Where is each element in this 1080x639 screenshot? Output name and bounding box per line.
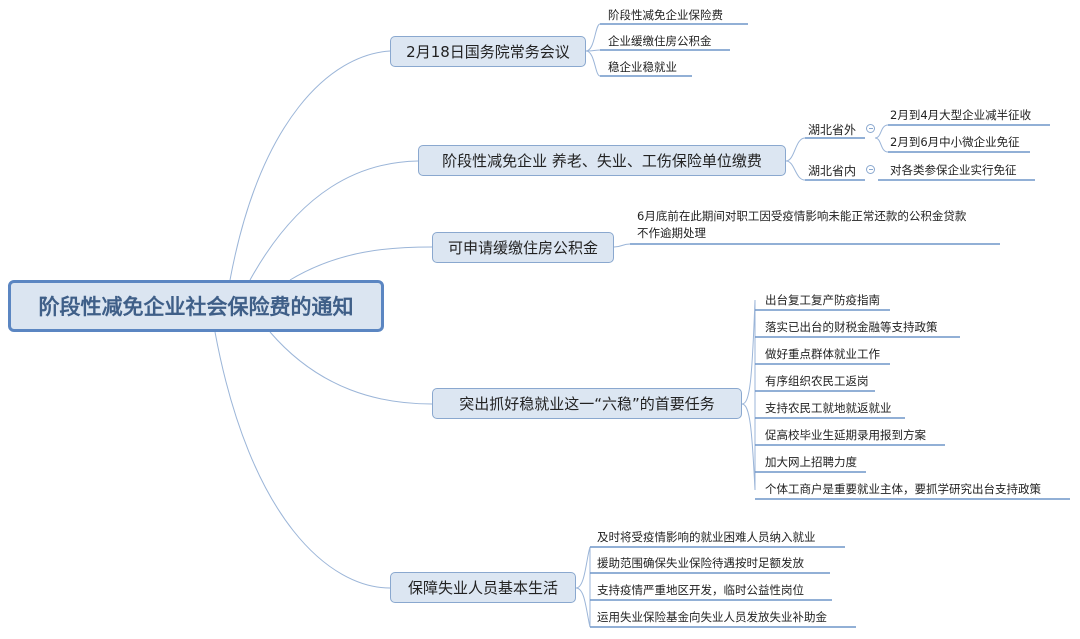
leaf[interactable]: 落实已出台的财税金融等支持政策 bbox=[765, 320, 938, 334]
collapse-toggle-icon[interactable] bbox=[866, 124, 875, 133]
branch-insurance-reduction[interactable]: 阶段性减免企业 养老、失业、工伤保险单位缴费 bbox=[418, 145, 786, 176]
leaf[interactable]: 有序组织农民工返岗 bbox=[765, 374, 869, 388]
leaf[interactable]: 不作逾期处理 bbox=[637, 226, 706, 240]
leaf[interactable]: 及时将受疫情影响的就业困难人员纳入就业 bbox=[597, 530, 816, 544]
leaf[interactable]: 2月到6月中小微企业免征 bbox=[890, 135, 1020, 149]
leaf[interactable]: 做好重点群体就业工作 bbox=[765, 347, 880, 361]
root-topic[interactable]: 阶段性减免企业社会保险费的通知 bbox=[8, 280, 384, 332]
leaf[interactable]: 运用失业保险基金向失业人员发放失业补助金 bbox=[597, 610, 827, 624]
collapse-toggle-icon[interactable] bbox=[866, 165, 875, 174]
leaf[interactable]: 阶段性减免企业保险费 bbox=[608, 8, 723, 22]
leaf[interactable]: 支持农民工就地就返就业 bbox=[765, 401, 892, 415]
branch-housing-fund[interactable]: 可申请缓缴住房公积金 bbox=[432, 232, 614, 263]
branch-state-council-meeting[interactable]: 2月18日国务院常务会议 bbox=[390, 36, 586, 67]
group-inside-hubei[interactable]: 湖北省内 bbox=[808, 164, 857, 178]
leaf[interactable]: 2月到4月大型企业减半征收 bbox=[890, 108, 1032, 122]
leaf[interactable]: 稳企业稳就业 bbox=[608, 60, 677, 74]
leaf[interactable]: 企业缓缴住房公积金 bbox=[608, 34, 712, 48]
leaf[interactable]: 援助范围确保失业保险待遇按时足额发放 bbox=[597, 556, 804, 570]
leaf[interactable]: 出台复工复产防疫指南 bbox=[765, 293, 880, 307]
group-outside-hubei[interactable]: 湖北省外 bbox=[808, 123, 857, 137]
branch-stabilize-employment[interactable]: 突出抓好稳就业这一“六稳”的首要任务 bbox=[432, 388, 742, 419]
branch-unemployed-support[interactable]: 保障失业人员基本生活 bbox=[390, 572, 576, 603]
leaf[interactable]: 对各类参保企业实行免征 bbox=[890, 163, 1017, 177]
leaf[interactable]: 促高校毕业生延期录用报到方案 bbox=[765, 428, 926, 442]
leaf[interactable]: 6月底前在此期间对职工因受疫情影响未能正常还款的公积金贷款 bbox=[637, 209, 967, 223]
leaf[interactable]: 个体工商户是重要就业主体，要抓学研究出台支持政策 bbox=[765, 482, 1041, 496]
leaf[interactable]: 加大网上招聘力度 bbox=[765, 455, 857, 469]
leaf[interactable]: 支持疫情严重地区开发，临时公益性岗位 bbox=[597, 583, 804, 597]
